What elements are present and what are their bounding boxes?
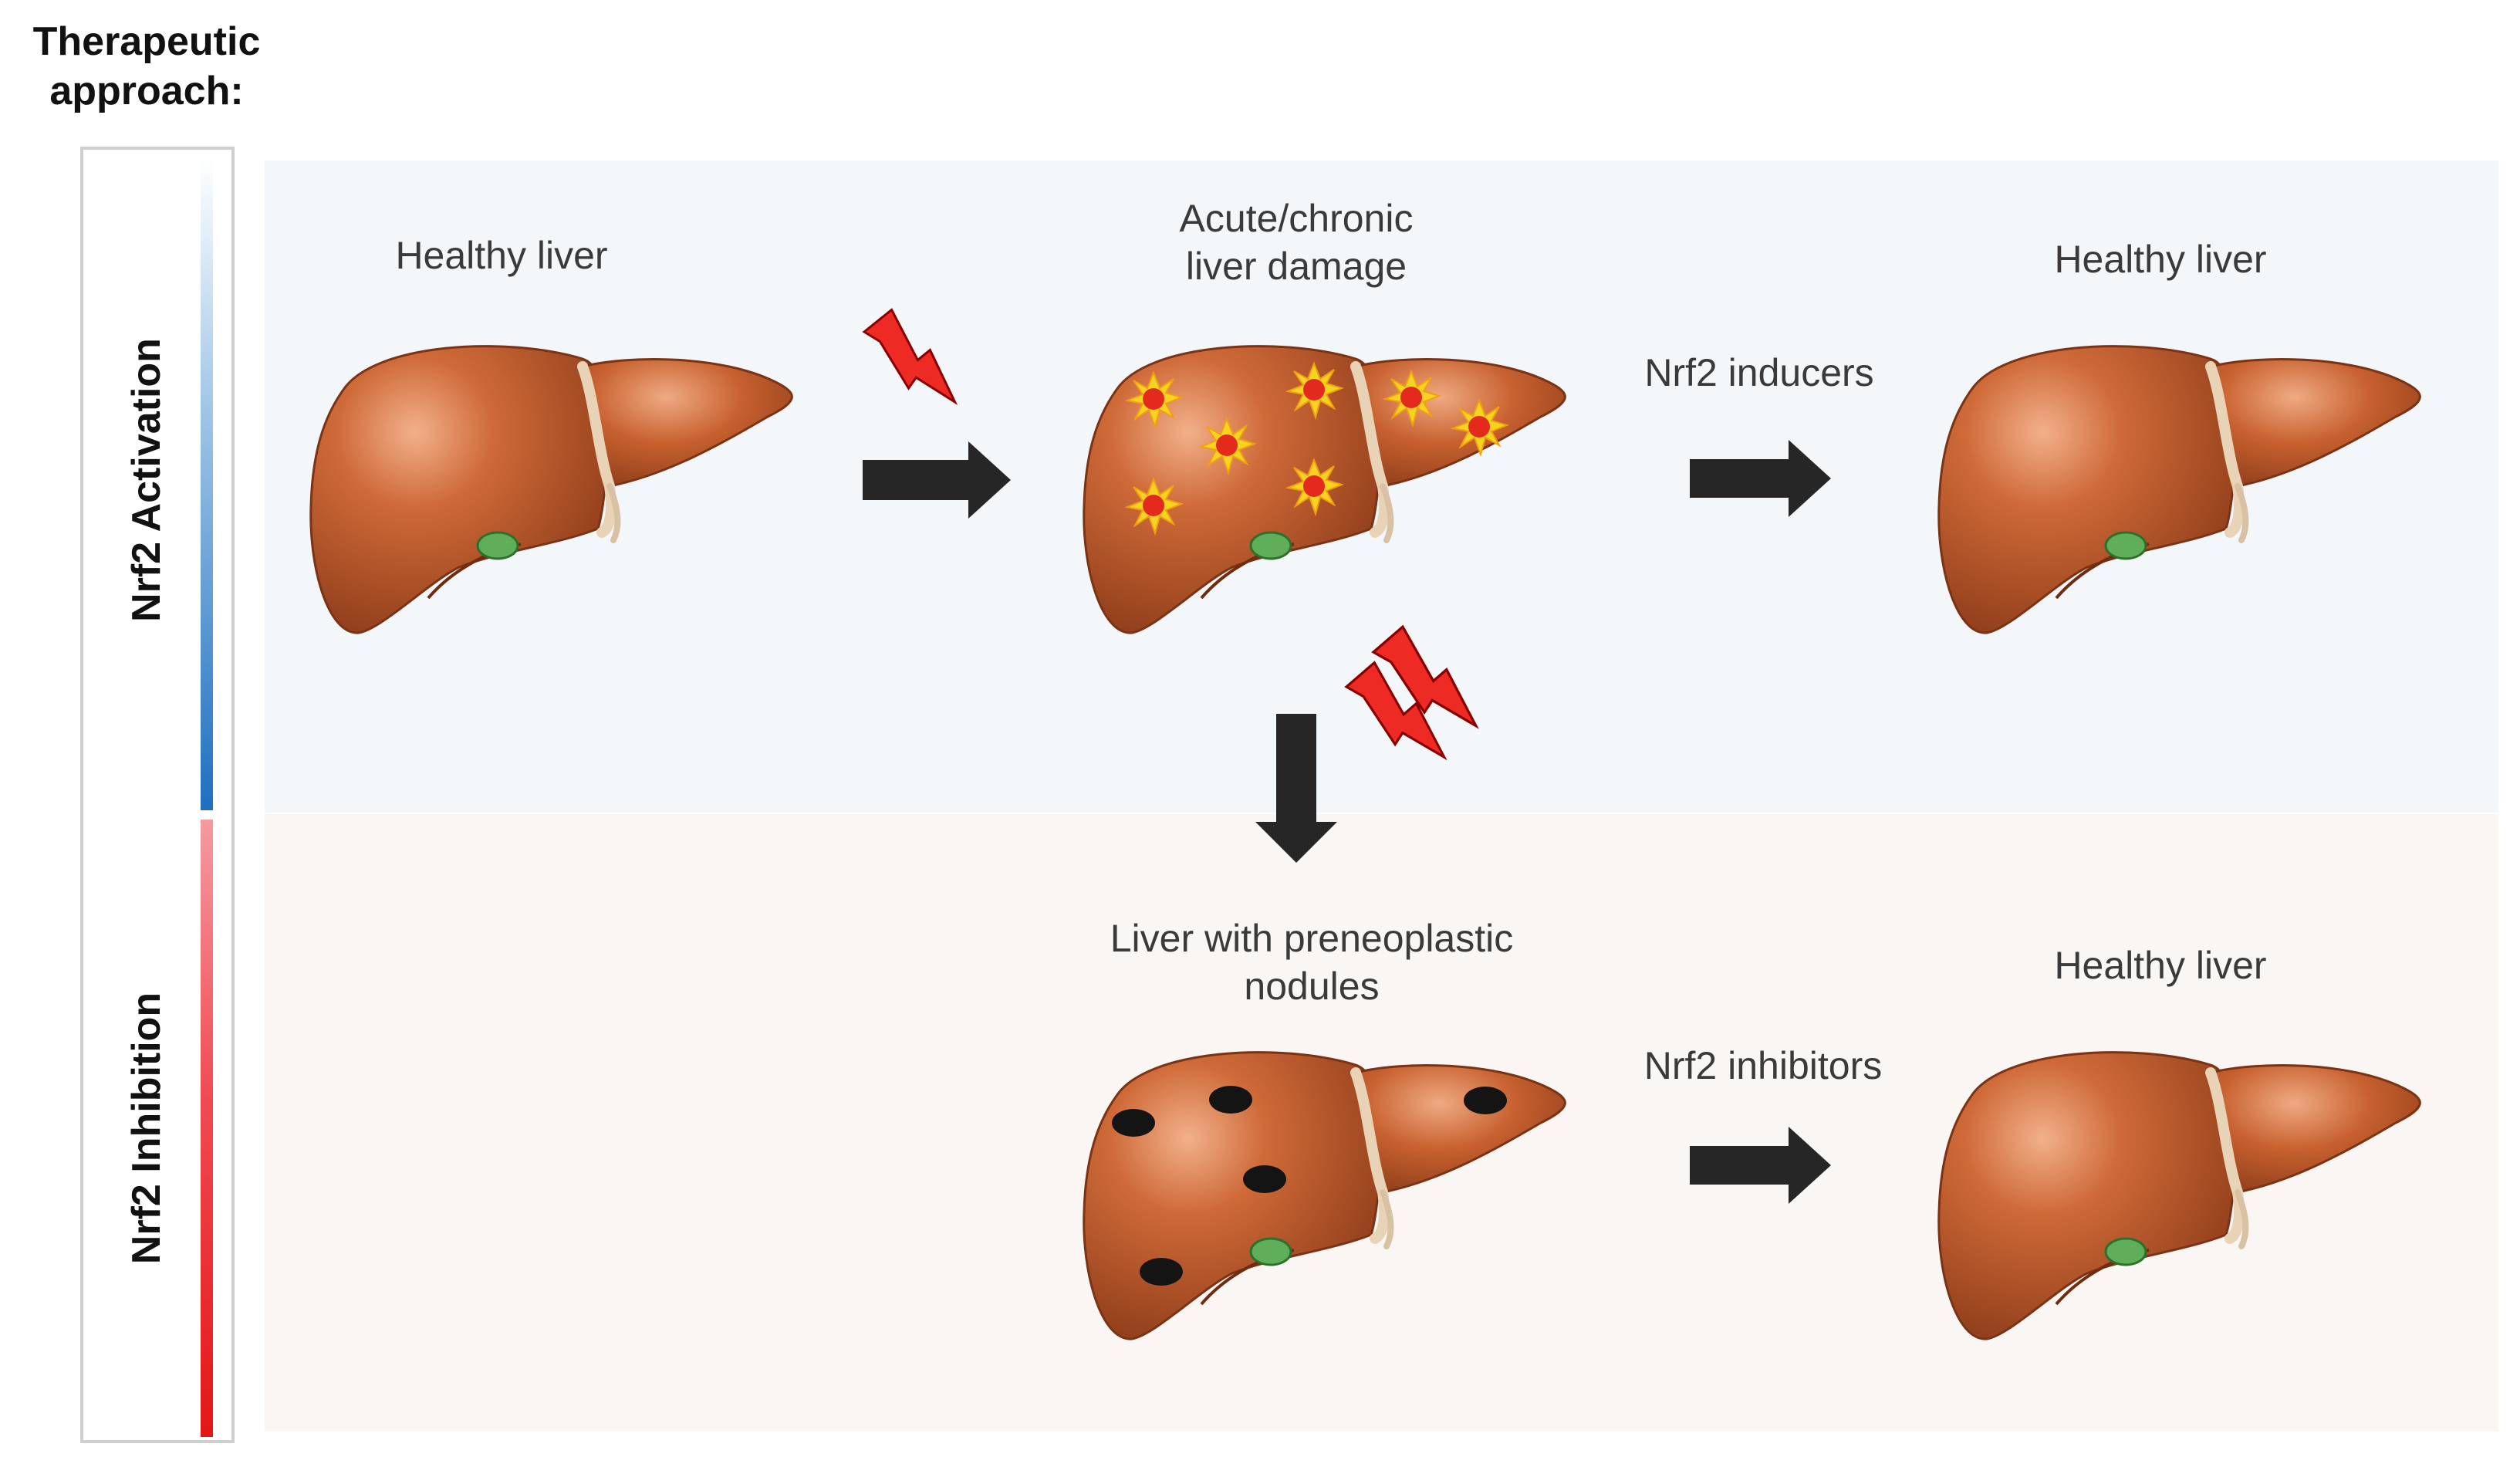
nodule-icon	[1209, 1086, 1252, 1114]
liver4-label-line-2: nodules	[1244, 965, 1380, 1008]
arrow-right-icon	[1690, 1127, 1831, 1204]
liver-nodules-image	[1084, 1053, 1566, 1339]
title-line-1: Therapeutic	[32, 19, 261, 64]
nodule-icon	[1243, 1165, 1286, 1193]
liver-healthy-3-image	[1939, 1053, 2420, 1339]
liver-healthy-2-image	[1939, 346, 2420, 633]
nodule-icon	[1464, 1087, 1507, 1114]
arrow-down-icon	[1255, 714, 1337, 863]
arrow-right-icon	[863, 441, 1011, 519]
liver4-label-line-1: Liver with preneoplastic	[1110, 917, 1514, 960]
diagram-title: Therapeutic approach:	[23, 17, 270, 116]
arrow-right-icon	[1690, 440, 1831, 517]
nodule-icon	[1112, 1109, 1155, 1137]
liver5-label: Healthy liver	[2054, 944, 2267, 987]
nrf2-inducers-label: Nrf2 inducers	[1644, 351, 1874, 394]
inhibition-gradient-bar	[201, 820, 213, 1437]
liver3-label: Healthy liver	[2054, 238, 2267, 281]
starburst-icon	[1452, 400, 1508, 455]
lightning-icon	[860, 300, 957, 417]
liver4-label: Liver with preneoplastic nodules	[1110, 914, 1514, 1010]
title-line-2: approach:	[49, 69, 244, 113]
nrf2-inhibitors-label: Nrf2 inhibitors	[1643, 1044, 1883, 1087]
liver-healthy-1-image	[311, 346, 792, 633]
liver2-label-line-2: liver damage	[1185, 245, 1407, 288]
liver1-label: Healthy liver	[395, 234, 608, 277]
liver2-label-line-1: Acute/chronic	[1179, 197, 1414, 240]
nodule-icon	[1140, 1258, 1183, 1286]
liver2-label: Acute/chronic liver damage	[1180, 194, 1414, 290]
liver-damaged-image	[1084, 346, 1566, 633]
activation-gradient-bar	[201, 158, 213, 810]
